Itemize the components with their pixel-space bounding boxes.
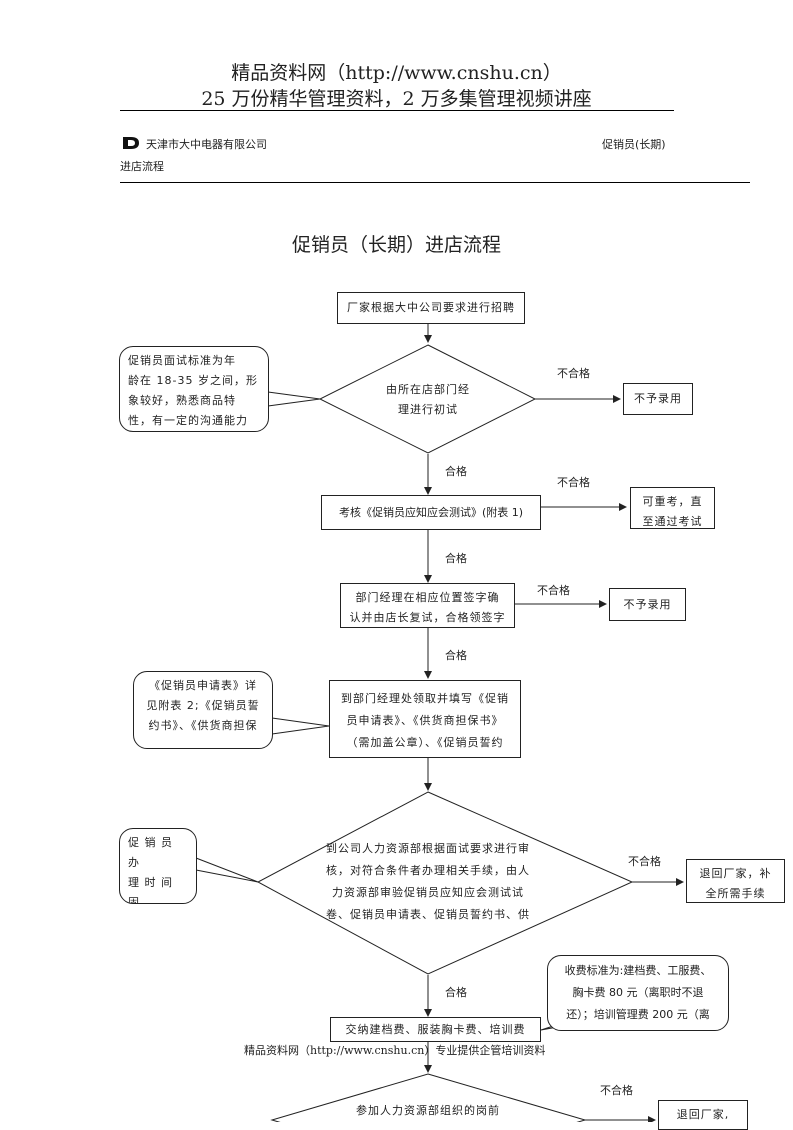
reject-box-3: 不予录用: [609, 588, 686, 621]
header-rule: [120, 110, 674, 111]
decision-diamond-3: [270, 1073, 587, 1122]
site-header-line2: 25 万份精华管理资料，2 万多集管理视频讲座: [201, 88, 592, 110]
decision-initial-interview-text: 由所在店部门经 理进行初试: [386, 383, 470, 416]
company-name: 天津市大中电器有限公司: [146, 138, 267, 151]
return-box-3: 退回厂家,: [658, 1100, 748, 1130]
reject-box-1: 不予录用: [623, 383, 693, 415]
fail-label-2: 不合格: [557, 476, 590, 489]
callout-application-forms: 《促销员申请表》详 见附表 2;《促销员誓 约书》、《供货商担保: [133, 671, 273, 749]
return-box-2: 退回厂家，补 全所需手续: [686, 859, 785, 903]
step-recruit: 厂家根据大中公司要求进行招聘: [337, 292, 525, 324]
page-footer: 精品资料网（http://www.cnshu.cn）专业提供企管培训资料: [244, 1044, 546, 1057]
fail-label-3: 不合格: [537, 584, 570, 597]
fail-label-5: 不合格: [600, 1084, 633, 1097]
pass-label-1: 合格: [445, 465, 467, 478]
callout-processing-time: 促 销 员 办 理 时 间 固 定 为 每 周: [119, 828, 197, 904]
decision-hr-review-text: 到公司人力资源部根据面试要求进行审 核，对符合条件者办理相关手续，由人 力资源部…: [326, 842, 530, 921]
pass-label-2: 合格: [445, 552, 467, 565]
doc-name: 进店流程: [120, 160, 164, 173]
site-header-line1: 精品资料网（http://www.cnshu.cn）: [231, 62, 562, 84]
company-rule: [120, 182, 750, 183]
decision-diamond-2: [256, 791, 634, 975]
step-knowledge-test: 考核《促销员应知应会测试》(附表 1): [321, 495, 541, 530]
page-title: 促销员（长期）进店流程: [291, 234, 501, 256]
step-pay-fees: 交纳建档费、服装胸卡费、培训费: [330, 1017, 541, 1042]
decision-training-text: 参加人力资源部组织的岗前: [356, 1104, 500, 1117]
decision-diamond-1: [318, 344, 537, 454]
step-fill-forms: 到部门经理处领取并填写《促销 员申请表》、《供货商担保书》 （需加盖公章）、《促…: [329, 680, 521, 758]
step-manager-sign: 部门经理在相应位置签字确 认并由店长复试，合格领签字: [340, 583, 515, 628]
fail-label-1: 不合格: [557, 367, 590, 380]
pass-label-4: 合格: [445, 986, 467, 999]
callout-fee-standard: 收费标准为:建档费、工服费、 胸卡费 80 元（离职时不退 还）；培训管理费 2…: [547, 955, 729, 1031]
pass-label-3: 合格: [445, 649, 467, 662]
fail-label-4: 不合格: [628, 855, 661, 868]
callout-interview-criteria: 促销员面试标准为年 龄在 18-35 岁之间，形 象较好，熟悉商品特 性，有一定…: [119, 346, 269, 432]
company-logo: [122, 135, 142, 149]
doc-type: 促销员(长期): [602, 138, 666, 151]
retest-box: 可重考，直 至通过考试: [630, 487, 715, 529]
